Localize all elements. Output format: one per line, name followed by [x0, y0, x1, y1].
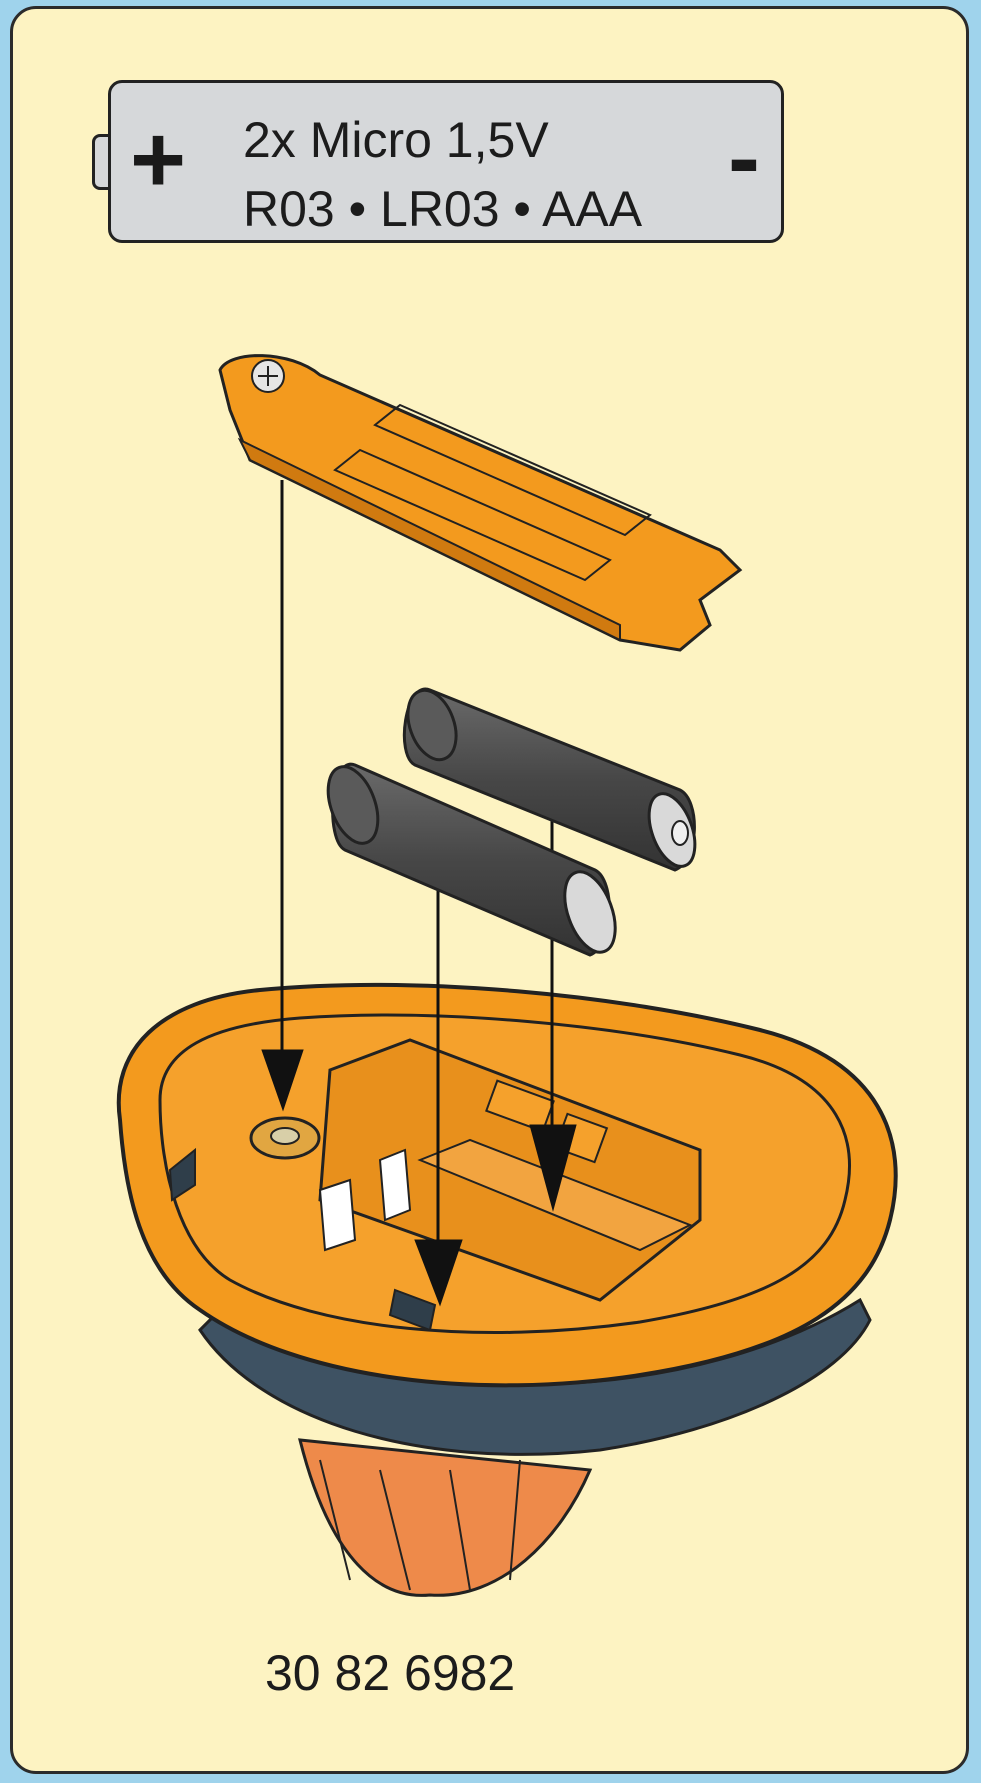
toy-base-housing — [119, 985, 896, 1595]
article-number: 30 82 6982 — [265, 1648, 515, 1698]
battery-cover — [220, 356, 740, 650]
